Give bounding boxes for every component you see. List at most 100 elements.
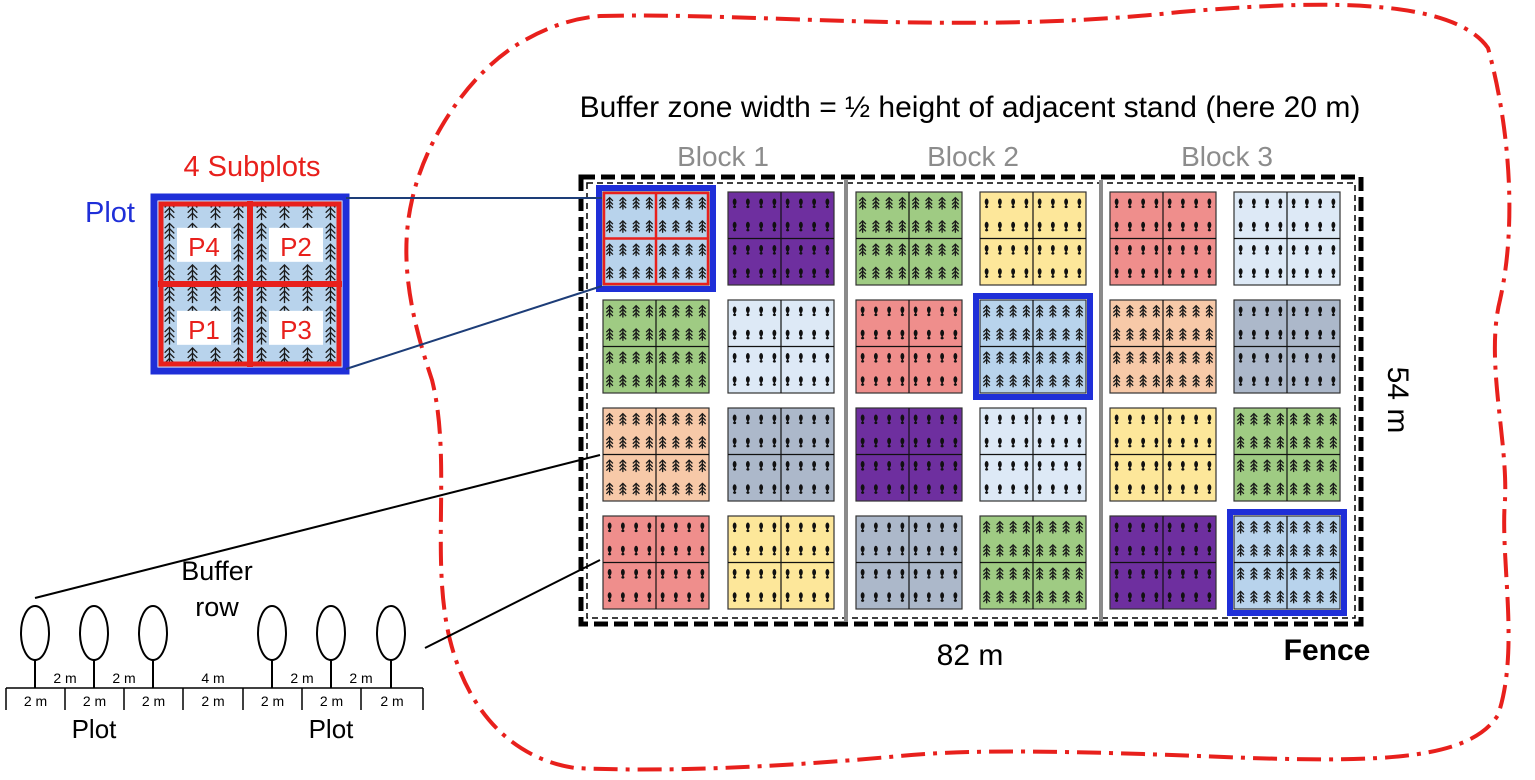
highlighted-plot-outline xyxy=(973,293,1093,400)
broadleaf-tree-icon xyxy=(913,414,918,425)
broadleaf-tree-icon xyxy=(1141,484,1146,494)
conifer-tree-icon xyxy=(632,219,640,233)
broadleaf-tree-icon xyxy=(607,522,612,533)
conifer-tree-icon xyxy=(619,351,627,365)
broadleaf-tree-icon xyxy=(785,484,790,494)
conifer-tree-icon xyxy=(619,304,627,318)
broadleaf-tree-icon xyxy=(745,569,750,579)
buffer-zone-boundary xyxy=(404,2,1512,772)
broadleaf-tree-icon xyxy=(1304,306,1309,317)
plot-r2-c2 xyxy=(727,299,835,394)
broadleaf-tree-icon xyxy=(1318,353,1323,363)
broadleaf-tree-icon xyxy=(812,484,817,494)
subplot-label-p1: P1 xyxy=(177,310,231,345)
svg-text:P3: P3 xyxy=(280,315,312,345)
conifer-tree-icon xyxy=(1276,435,1285,449)
broadleaf-tree-icon xyxy=(860,545,865,556)
conifer-tree-icon xyxy=(996,351,1004,365)
conifer-tree-icon xyxy=(632,351,640,365)
broadleaf-tree-icon xyxy=(1278,329,1283,340)
broadleaf-tree-icon xyxy=(1291,306,1296,317)
broadleaf-tree-icon xyxy=(759,221,764,232)
conifer-tree-icon xyxy=(925,243,933,257)
broadleaf-tree-icon xyxy=(900,437,905,448)
height-dimension: 54 m xyxy=(1381,367,1414,434)
broadleaf-tree-icon xyxy=(1024,437,1029,448)
conifer-tree-icon xyxy=(685,482,693,496)
broadleaf-tree-icon xyxy=(1011,461,1016,471)
broadleaf-tree-icon xyxy=(1114,221,1119,232)
conifer-tree-icon xyxy=(1205,351,1214,365)
conifer-tree-icon xyxy=(1289,567,1298,581)
conifer-tree-icon xyxy=(645,412,654,426)
broadleaf-tree-icon xyxy=(798,245,803,255)
broadleaf-tree-icon xyxy=(634,522,639,533)
broadleaf-tree-icon xyxy=(1238,268,1243,278)
broadleaf-tree-icon xyxy=(1194,245,1199,255)
broadleaf-tree-icon xyxy=(1064,268,1069,278)
broadleaf-tree-icon xyxy=(1127,245,1132,255)
broadleaf-tree-icon xyxy=(687,592,692,602)
broadleaf-tree-icon xyxy=(926,437,931,448)
broadleaf-tree-icon xyxy=(1141,198,1146,209)
broadleaf-tree-icon xyxy=(607,592,612,602)
broadleaf-tree-icon xyxy=(887,329,892,340)
broadleaf-tree-icon xyxy=(745,221,750,232)
conifer-tree-icon xyxy=(164,263,175,283)
conifer-tree-icon xyxy=(1236,590,1245,604)
broadleaf-tree-icon xyxy=(926,522,931,533)
broadleaf-tree-icon xyxy=(772,306,777,317)
broadleaf-tree-icon xyxy=(647,569,652,579)
broadleaf-tree-icon xyxy=(745,353,750,363)
conifer-tree-icon xyxy=(1250,435,1258,449)
conifer-tree-icon xyxy=(1165,351,1174,365)
broadleaf-tree-icon xyxy=(873,569,878,579)
spacing-label-upper: 2 m xyxy=(53,670,76,686)
conifer-tree-icon xyxy=(1035,327,1044,341)
conifer-tree-icon xyxy=(605,412,614,426)
conifer-tree-icon xyxy=(1152,304,1161,318)
broadleaf-tree-icon xyxy=(825,545,830,556)
broadleaf-tree-icon xyxy=(732,353,737,363)
broadleaf-tree-icon xyxy=(700,592,705,602)
conifer-tree-icon xyxy=(698,435,707,449)
conifer-tree-icon xyxy=(1075,590,1084,604)
conifer-tree-icon xyxy=(1022,304,1031,318)
broadleaf-tree-icon xyxy=(1304,329,1309,340)
conifer-tree-icon xyxy=(1236,435,1245,449)
broadleaf-tree-icon xyxy=(1167,437,1172,448)
broadleaf-tree-icon xyxy=(1077,268,1082,278)
broadleaf-tree-icon xyxy=(860,329,865,340)
buffer-row-tree xyxy=(376,605,406,688)
broadleaf-tree-icon xyxy=(785,376,790,386)
broadleaf-tree-icon xyxy=(745,376,750,386)
broadleaf-tree-icon xyxy=(798,461,803,471)
plot-r4-c3 xyxy=(855,515,963,610)
broadleaf-tree-icon xyxy=(772,353,777,363)
broadleaf-tree-icon xyxy=(1167,461,1172,471)
conifer-tree-icon xyxy=(1022,567,1031,581)
broadleaf-tree-icon xyxy=(1291,245,1296,255)
conifer-tree-icon xyxy=(645,435,654,449)
conifer-tree-icon xyxy=(1250,520,1258,534)
conifer-tree-icon xyxy=(1112,304,1121,318)
conifer-tree-icon xyxy=(210,284,221,304)
broadleaf-tree-icon xyxy=(926,484,931,494)
conifer-tree-icon xyxy=(685,374,693,388)
conifer-tree-icon xyxy=(164,326,175,345)
subplot-label-p2: P2 xyxy=(269,227,323,262)
conifer-tree-icon xyxy=(1035,543,1044,557)
broadleaf-tree-icon xyxy=(812,461,817,471)
broadleaf-tree-icon xyxy=(1114,484,1119,494)
conifer-tree-icon xyxy=(858,243,867,257)
conifer-tree-icon xyxy=(1152,351,1161,365)
broadleaf-tree-icon xyxy=(1304,198,1309,209)
broadleaf-tree-icon xyxy=(1207,484,1212,494)
broadleaf-tree-icon xyxy=(1141,461,1146,471)
conifer-tree-icon xyxy=(685,459,693,473)
conifer-tree-icon xyxy=(1009,567,1017,581)
broadleaf-tree-icon xyxy=(873,592,878,602)
conifer-tree-icon xyxy=(1192,304,1200,318)
broadleaf-tree-icon xyxy=(798,198,803,209)
